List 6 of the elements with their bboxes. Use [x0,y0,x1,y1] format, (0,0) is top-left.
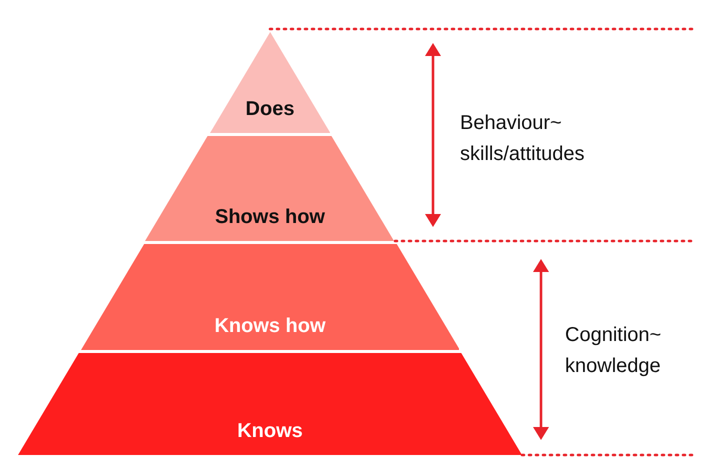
range-label: Cognition~ knowledge [565,323,662,379]
level-label: Shows how [214,206,326,229]
level-label: Knows [236,420,304,443]
level-label: Does [244,98,296,121]
range-label: Behaviour~ skills/attitudes [460,111,586,167]
level-label: Knows how [213,315,327,338]
